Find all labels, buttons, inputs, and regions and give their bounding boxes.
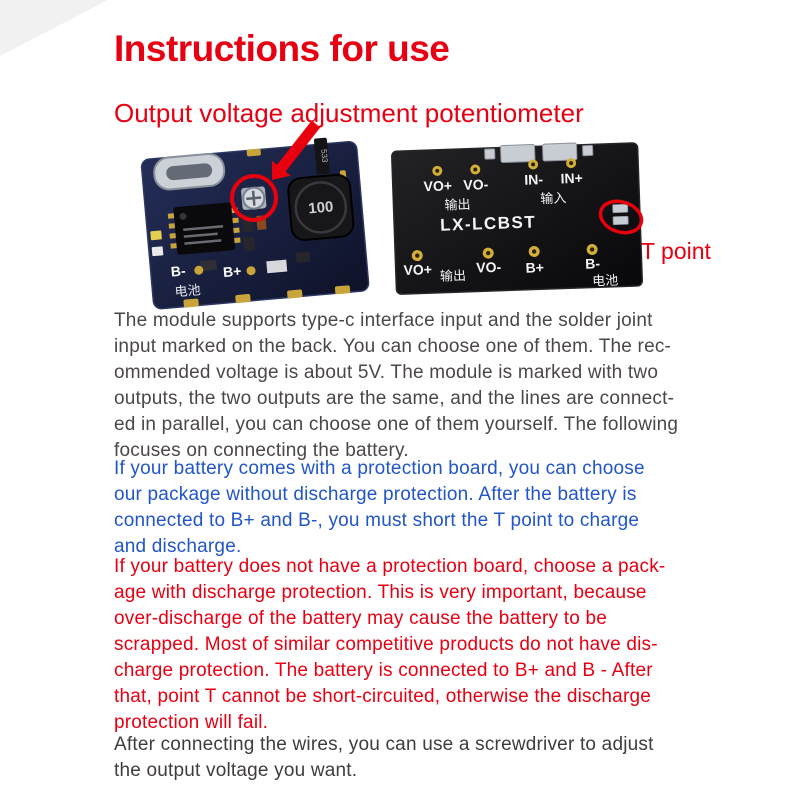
page-title: Instructions for use [114, 28, 450, 69]
led-indicator [151, 246, 164, 257]
red-arrow-annotation [271, 120, 321, 180]
potentiometer-caption: Output voltage adjustment potentiometer [114, 98, 584, 128]
board-front-photo: 533 100 B- B+ 电池 [133, 116, 381, 312]
front-battery-label: 电池 [174, 282, 201, 299]
paragraph-with-protection-board: If your battery comes with a protection … [114, 458, 645, 557]
back-vo-minus-top: VO- [463, 176, 489, 193]
inductor: 100 [287, 173, 355, 241]
t-point-circle-annotation [598, 199, 644, 235]
solder-pad [246, 266, 256, 276]
front-pad-b-plus: B+ [222, 263, 242, 281]
top-solder-pads [432, 158, 577, 176]
corner-decoration [0, 0, 108, 56]
t-point-pads [612, 203, 629, 226]
back-input-label: 输入 [540, 190, 567, 206]
inductor-value: 100 [308, 198, 334, 217]
pcb-back-board: VO+ VO- 输出 IN- IN+ 输入 LX-LCBST VO+ 输出 VO… [391, 142, 644, 295]
led-indicator [150, 230, 162, 241]
smd-marking: 533 [319, 149, 329, 164]
back-vo-minus-bottom: VO- [476, 259, 502, 276]
back-in-plus: IN+ [560, 170, 583, 187]
smd-component: 533 [313, 137, 330, 175]
paragraph-input-info: The module supports type-c interface inp… [114, 310, 679, 461]
potentiometer [241, 186, 267, 210]
connector-mount-pads [484, 142, 594, 164]
model-number: LX-LCBST [440, 212, 537, 234]
board-back-photo: VO+ VO- 输出 IN- IN+ 输入 LX-LCBST VO+ 输出 VO… [383, 128, 655, 306]
back-vo-plus-bottom: VO+ [403, 261, 432, 278]
bottom-solder-pads [411, 243, 598, 262]
back-vo-plus-top: VO+ [423, 177, 452, 194]
back-b-minus: B- [585, 255, 601, 272]
paragraph-adjust-voltage: After connecting the wires, you can use … [114, 734, 654, 781]
solder-pad [194, 265, 204, 275]
usb-c-port [153, 152, 226, 191]
t-point-label: T point [641, 238, 711, 264]
front-pad-b-minus: B- [170, 262, 186, 279]
back-output-label-bottom: 输出 [440, 268, 467, 284]
potentiometer-circle-annotation [230, 174, 278, 222]
paragraph-without-protection-board: If your battery does not have a protecti… [114, 556, 666, 733]
edge-pads [183, 148, 351, 308]
ic-chip [167, 202, 241, 255]
back-in-minus: IN- [524, 171, 544, 188]
pcb-front-board: 533 100 B- B+ 电池 [140, 137, 370, 310]
back-battery-label: 电池 [592, 273, 619, 289]
back-b-plus: B+ [525, 259, 544, 276]
back-output-label-top: 输出 [444, 197, 471, 213]
